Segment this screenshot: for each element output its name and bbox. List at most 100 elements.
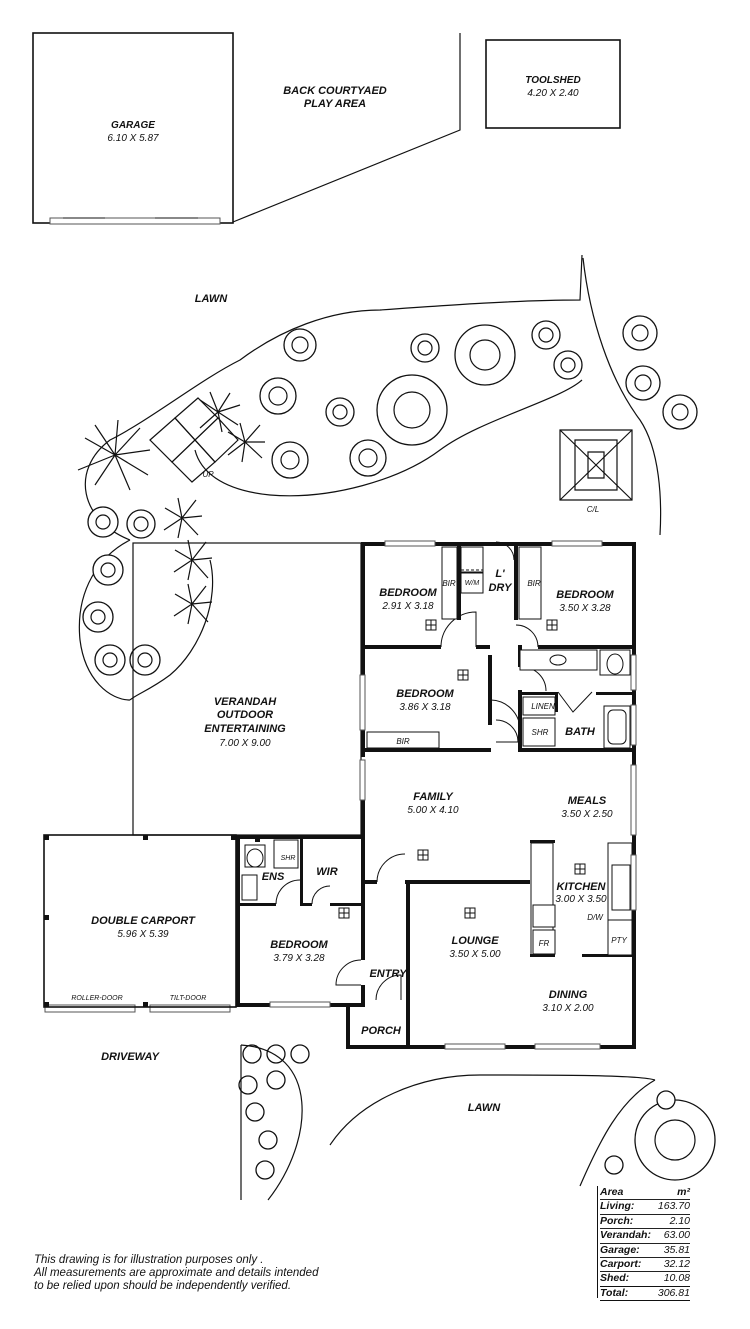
- area-row-porch: Porch: 2.10: [600, 1213, 690, 1228]
- toolshed-label: TOOLSHED: [525, 75, 580, 86]
- play-area-label: PLAY AREA: [304, 98, 366, 110]
- verandah-label-2: OUTDOOR: [217, 709, 273, 721]
- verandah-label-3: ENTERTAINING: [204, 723, 286, 735]
- stepping-pavers: [149, 397, 239, 483]
- linen-label: LINEN: [531, 702, 555, 711]
- meals-dims: 3.50 X 2.50: [561, 809, 613, 820]
- tilt-door-label: TILT-DOOR: [170, 995, 207, 1002]
- porch-label: PORCH: [361, 1025, 402, 1037]
- dw-label: D/W: [587, 913, 604, 922]
- bedroom3-dims: 3.86 X 3.18: [399, 702, 451, 713]
- garden-bed-edge: [84, 254, 583, 541]
- area-row-value: 63.00: [663, 1229, 690, 1242]
- windows: [44, 540, 637, 1050]
- entry-label: ENTRY: [369, 968, 408, 980]
- lawn-edge: [329, 1074, 656, 1146]
- area-total-label: Total:: [600, 1286, 629, 1299]
- area-row-value: 32.12: [663, 1257, 690, 1270]
- bir3-label: BIR: [396, 737, 410, 746]
- lounge-dims: 3.50 X 5.00: [449, 949, 501, 960]
- fixtures: [241, 546, 633, 956]
- light-fittings: [338, 619, 586, 919]
- disclaimer-line-2: All measurements are approximate and det…: [34, 1267, 319, 1279]
- area-row-value: 10.08: [663, 1272, 690, 1285]
- bir1-label: BIR: [442, 579, 456, 588]
- area-row-carport: Carport: 32.12: [600, 1256, 690, 1271]
- area-row-verandah: Verandah: 63.00: [600, 1228, 690, 1242]
- area-row-value: 35.81: [663, 1243, 690, 1256]
- shrubs: [82, 315, 716, 1181]
- front-bed-edge: [240, 1044, 303, 1201]
- clothesline: [559, 429, 633, 501]
- lounge-label: LOUNGE: [451, 935, 499, 947]
- bedroom4-label: BEDROOM: [270, 939, 328, 951]
- area-row-value: 163.70: [657, 1200, 690, 1213]
- ens-label: ENS: [262, 871, 285, 883]
- bedroom4-dims: 3.79 X 3.28: [273, 953, 325, 964]
- lawn-top-label: LAWN: [195, 293, 228, 305]
- area-row-living: Living: 163.70: [600, 1199, 690, 1213]
- back-courtyard-label: BACK COURTYAED: [283, 85, 387, 97]
- area-header-label: Area: [600, 1186, 624, 1198]
- wm-label: W/M: [465, 580, 480, 587]
- bedroom2-label: BEDROOM: [556, 589, 614, 601]
- garage: [32, 32, 234, 225]
- double-carport-dims: 5.96 X 5.39: [117, 929, 169, 940]
- courtyard-boundary: [232, 33, 461, 223]
- bedroom2-dims: 3.50 X 3.28: [559, 603, 611, 614]
- kitchen-label: KITCHEN: [557, 881, 607, 893]
- dining-label: DINING: [549, 989, 588, 1001]
- bir2-label: BIR: [527, 579, 541, 588]
- area-row-label: Verandah:: [600, 1229, 651, 1242]
- roller-door-label: ROLLER-DOOR: [71, 995, 122, 1002]
- meals-label: MEALS: [568, 795, 607, 807]
- lawn-bottom-label: LAWN: [468, 1102, 501, 1114]
- bath-label: BATH: [565, 726, 596, 738]
- bedroom1-label: BEDROOM: [379, 587, 437, 599]
- lawn-edge-right: [579, 1079, 656, 1187]
- driveway-label: DRIVEWAY: [101, 1051, 161, 1063]
- verandah-dims: 7.00 X 9.00: [219, 738, 271, 749]
- garden-bed-edge-lower: [194, 379, 583, 497]
- area-row-total: Total: 306.81: [600, 1285, 690, 1302]
- toolshed: [485, 39, 621, 129]
- fr-label: FR: [539, 939, 550, 948]
- laundry-label-1: L': [495, 568, 505, 580]
- laundry-label-2: DRY: [488, 582, 513, 594]
- area-row-label: Porch:: [600, 1214, 634, 1227]
- dining-dims: 3.10 X 2.00: [542, 1003, 594, 1014]
- garage-dims: 6.10 X 5.87: [107, 133, 159, 144]
- wir-label: WIR: [316, 866, 337, 878]
- bedroom3-label: BEDROOM: [396, 688, 454, 700]
- disclaimer-line-1: This drawing is for illustration purpose…: [34, 1254, 264, 1266]
- area-header-unit: m²: [677, 1186, 690, 1198]
- palm-plants: [77, 391, 265, 625]
- bedroom1-dims: 2.91 X 3.18: [381, 601, 434, 612]
- area-table: Area m² Living: 163.70 Porch: 2.10 Veran…: [600, 1186, 690, 1302]
- side-bed-edge-inner: [129, 559, 214, 701]
- area-row-label: Garage:: [600, 1243, 640, 1256]
- double-carport-label: DOUBLE CARPORT: [91, 915, 196, 927]
- east-path-edge: [582, 257, 662, 536]
- kitchen-dims: 3.00 X 3.50: [555, 894, 607, 905]
- disclaimer: This drawing is for illustration purpose…: [34, 1254, 354, 1293]
- area-row-garage: Garage: 35.81: [600, 1242, 690, 1257]
- area-row-label: Shed:: [600, 1272, 630, 1285]
- area-row-value: 2.10: [669, 1214, 690, 1227]
- verandah-label-1: VERANDAH: [214, 696, 277, 708]
- pty-label: PTY: [611, 936, 627, 945]
- area-row-shed: Shed: 10.08: [600, 1271, 690, 1285]
- door-swings: [275, 541, 593, 1001]
- disclaimer-line-3: to be relied upon should be independentl…: [34, 1280, 292, 1292]
- up-label: UP: [202, 470, 214, 479]
- area-table-border: [597, 1186, 598, 1298]
- verandah: [132, 542, 362, 836]
- family-dims: 5.00 X 4.10: [407, 805, 459, 816]
- area-table-header: Area m²: [600, 1186, 690, 1199]
- shr-bath-label: SHR: [532, 728, 549, 737]
- garage-label: GARAGE: [111, 120, 155, 131]
- toolshed-dims: 4.20 X 2.40: [527, 88, 579, 99]
- double-carport: [43, 834, 237, 1008]
- shr-ens-label: SHR: [281, 855, 296, 862]
